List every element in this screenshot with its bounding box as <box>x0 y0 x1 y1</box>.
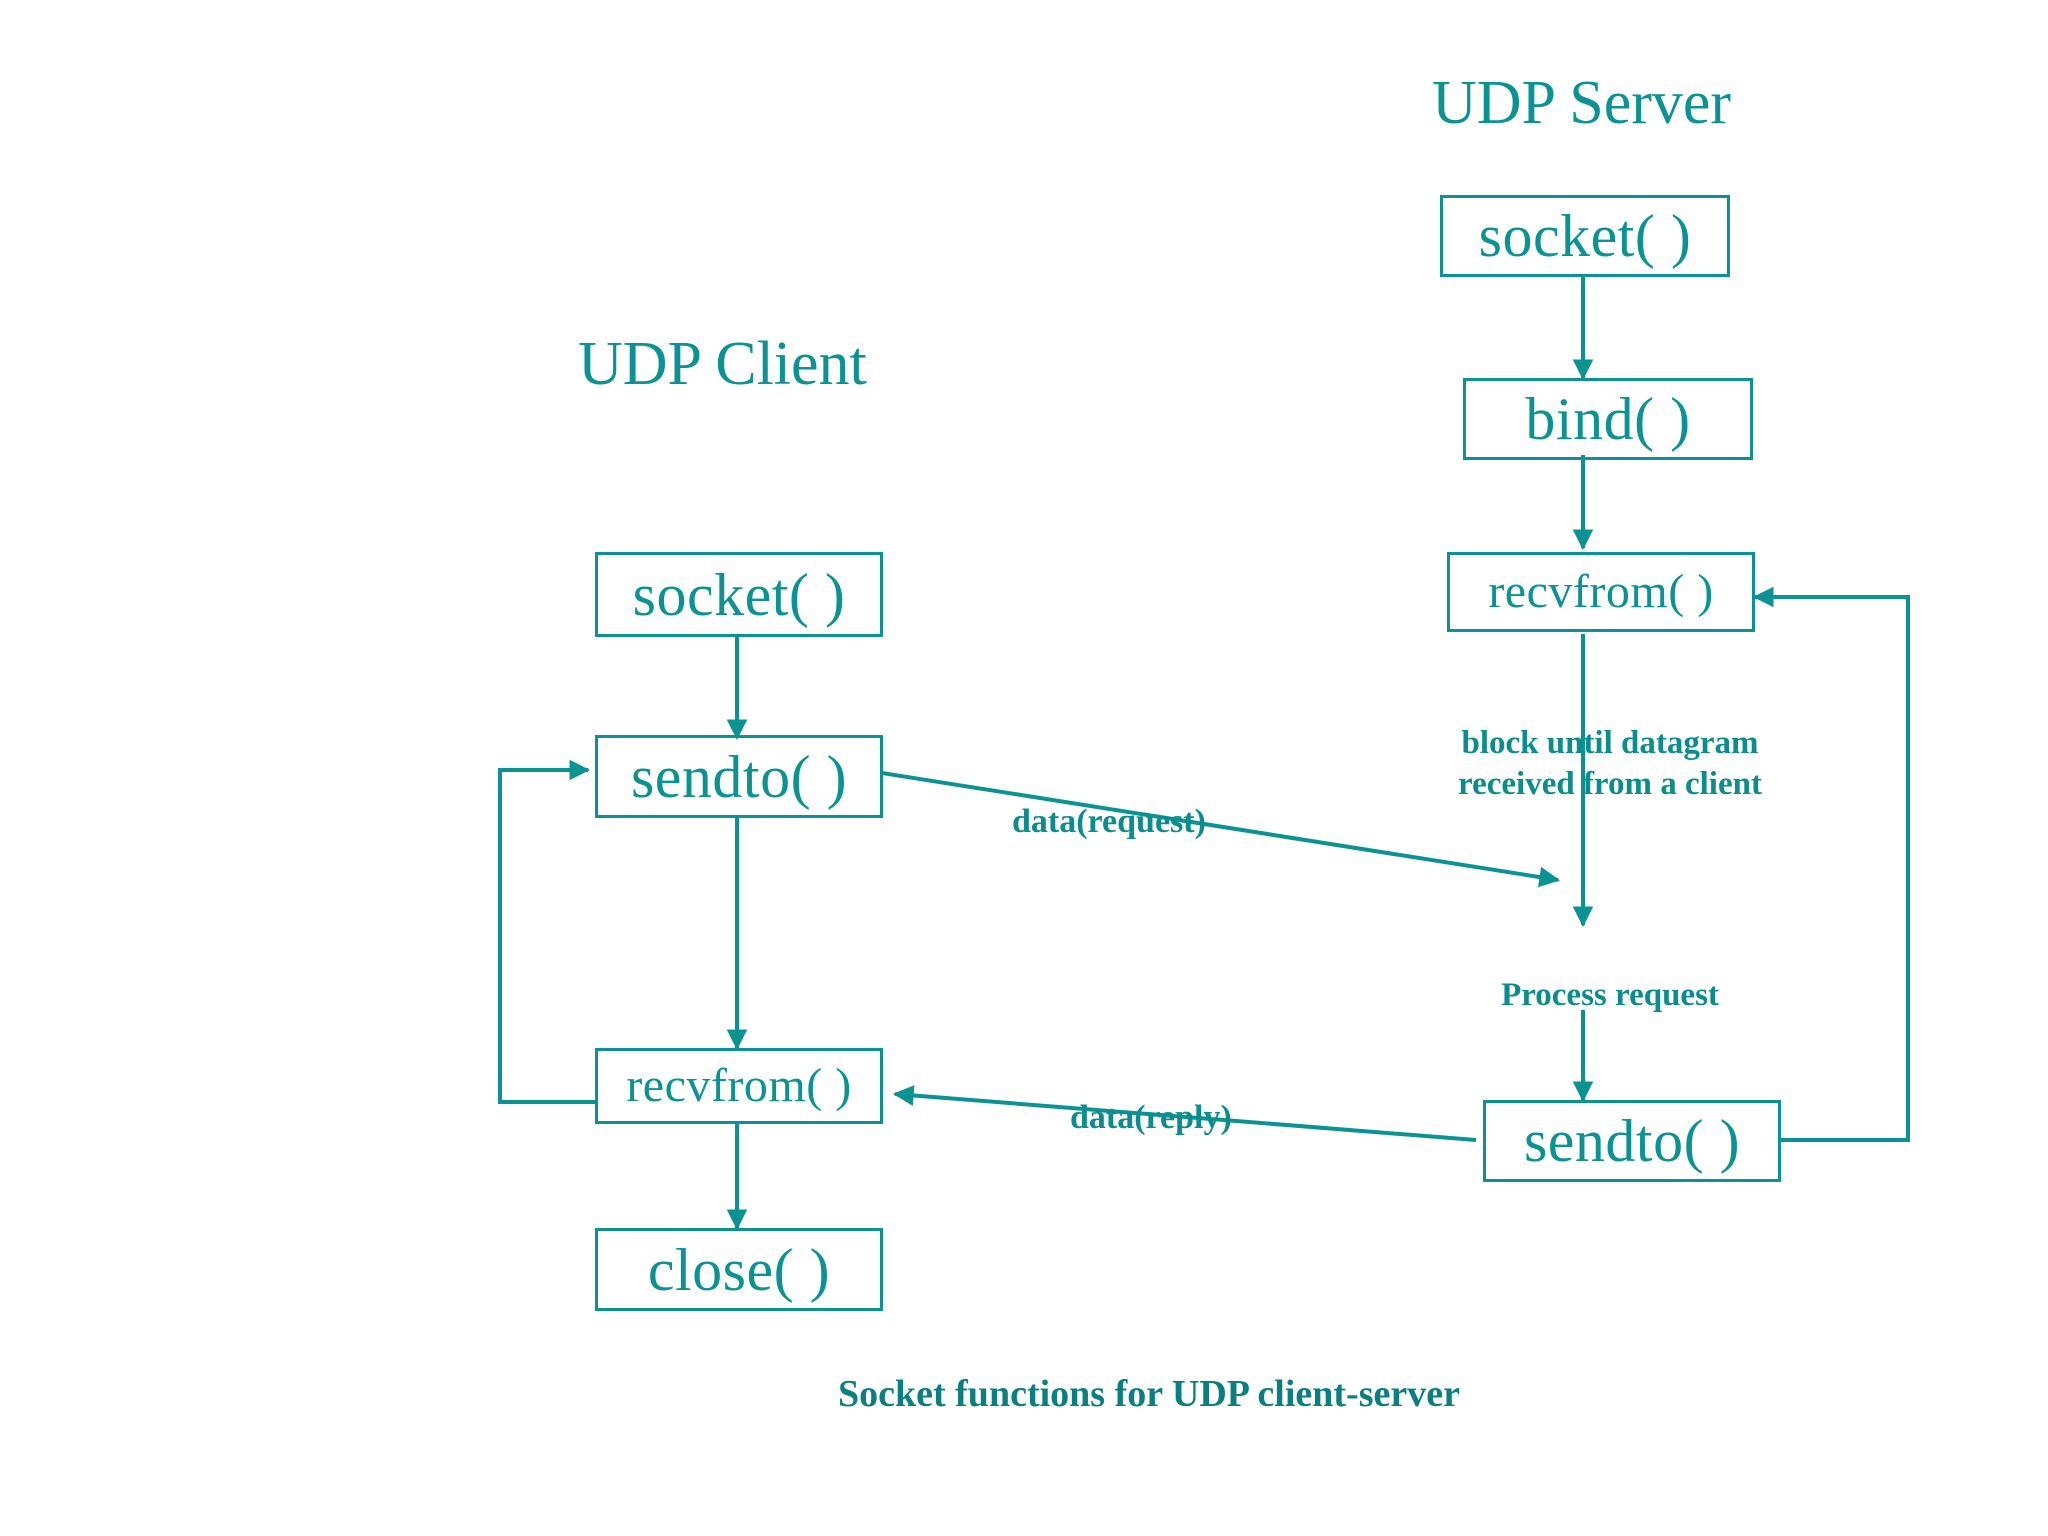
server-note-block-until-datagram: block until datagram received from a cli… <box>1400 723 1820 806</box>
figure-caption: Socket functions for UDP client-server <box>838 1373 1460 1415</box>
server-node-sendto[interactable]: sendto( ) <box>1483 1100 1781 1182</box>
connector-data-reply <box>892 1085 1477 1142</box>
connector-server-loop <box>1752 586 1910 1142</box>
server-node-recvfrom[interactable]: recvfrom( ) <box>1447 552 1755 632</box>
client-column-title: UDP Client <box>578 330 867 398</box>
server-note-block-line2: received from a client <box>1458 766 1762 803</box>
client-node-socket[interactable]: socket( ) <box>595 552 883 637</box>
connector-client-loop <box>498 759 595 1104</box>
server-node-bind[interactable]: bind( ) <box>1463 378 1753 460</box>
client-node-recvfrom[interactable]: recvfrom( ) <box>595 1048 883 1124</box>
client-node-socket-label: socket( ) <box>632 561 846 628</box>
server-node-socket-label: socket( ) <box>1478 203 1692 269</box>
client-node-recvfrom-label: recvfrom( ) <box>626 1059 852 1112</box>
wire-label-data-reply: data(reply) <box>1070 1099 1232 1136</box>
server-node-socket[interactable]: socket( ) <box>1440 195 1730 277</box>
client-node-close[interactable]: close( ) <box>595 1228 883 1311</box>
server-note-process-request: Process request <box>1400 975 1820 1016</box>
client-node-close-label: close( ) <box>647 1236 831 1303</box>
server-node-bind-label: bind( ) <box>1525 386 1691 452</box>
server-note-process-line1: Process request <box>1501 977 1719 1013</box>
server-column-title: UDP Server <box>1432 69 1732 137</box>
server-note-block-line1: block until datagram <box>1461 725 1759 761</box>
connector-data-request <box>881 771 1561 888</box>
client-node-sendto[interactable]: sendto( ) <box>595 735 883 818</box>
server-node-sendto-label: sendto( ) <box>1523 1108 1741 1174</box>
server-node-recvfrom-label: recvfrom( ) <box>1488 565 1714 618</box>
client-node-sendto-label: sendto( ) <box>630 743 848 810</box>
wire-label-data-request: data(request) <box>1012 803 1206 840</box>
